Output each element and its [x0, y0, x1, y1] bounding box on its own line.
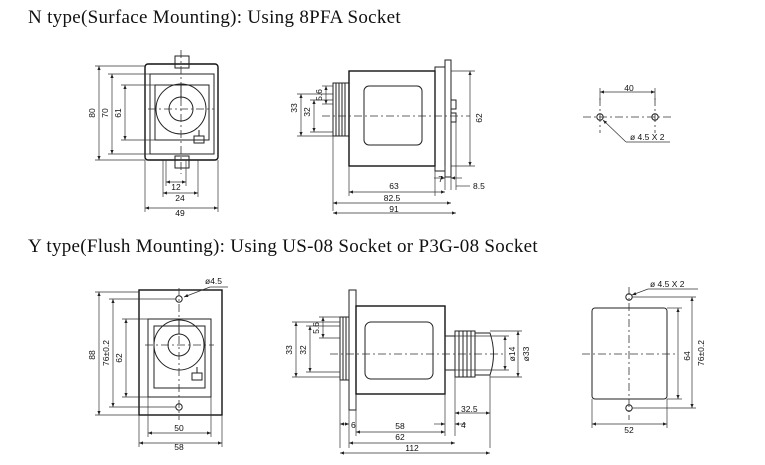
n-hole-diameter: ø 4.5 X 2	[630, 132, 665, 142]
n-side-view: 33 32 5.6 62 7 8.5 63 82.5 91	[289, 59, 485, 215]
y-side-width-4: 4	[461, 420, 466, 430]
y-side-height-33: 33	[284, 345, 294, 355]
y-side-height-5-6: 5.6	[311, 322, 321, 334]
n-front-height-80: 80	[87, 108, 97, 118]
y-side-width-6: 6	[351, 420, 356, 430]
y-side-diameter-33: ø33	[521, 346, 531, 361]
n-front-width-24: 24	[175, 193, 185, 203]
n-side-width-91: 91	[389, 204, 399, 214]
y-front-height-76: 76±0.2	[101, 340, 111, 366]
n-side-width-82-5: 82.5	[384, 193, 401, 203]
n-hole-spacing-40: 40	[624, 83, 634, 93]
y-side-width-112: 112	[405, 443, 419, 453]
n-side-height-62: 62	[474, 113, 484, 123]
n-side-height-33: 33	[289, 103, 299, 113]
n-type-heading: N type(Surface Mounting): Using 8PFA Soc…	[28, 7, 401, 28]
y-side-width-58: 58	[395, 421, 405, 431]
y-side-view: 33 32 5.6 ø14 ø33 32.5 4 6 58 62 112	[284, 289, 531, 455]
n-hole-pattern: 40 ø 4.5 X 2	[583, 83, 671, 143]
y-cutout-hole-diameter: ø 4.5 X 2	[650, 279, 685, 289]
y-side-width-62: 62	[395, 432, 405, 442]
n-front-width-12: 12	[171, 182, 181, 192]
y-panel-cutout: ø 4.5 X 2 64 76±0.2 52	[582, 279, 706, 435]
y-front-width-50: 50	[174, 423, 184, 433]
y-side-height-32: 32	[298, 345, 308, 355]
n-front-width-49: 49	[175, 208, 185, 218]
y-type-heading: Y type(Flush Mounting): Using US-08 Sock…	[28, 236, 538, 257]
n-side-width-8-5: 8.5	[473, 181, 485, 191]
n-side-width-63: 63	[389, 181, 399, 191]
y-side-diameter-14: ø14	[507, 346, 517, 361]
n-side-height-32: 32	[302, 107, 312, 117]
n-front-view: 80 70 61 12 24 49	[87, 50, 219, 218]
n-side-height-5-6: 5.6	[314, 89, 324, 101]
n-front-height-70: 70	[100, 108, 110, 118]
n-front-height-61: 61	[113, 108, 123, 118]
y-cutout-height-64: 64	[682, 351, 692, 361]
y-front-height-62: 62	[114, 353, 124, 363]
y-front-height-88: 88	[87, 350, 97, 360]
n-side-width-7: 7	[438, 174, 443, 184]
y-cutout-height-76: 76±0.2	[696, 340, 706, 366]
y-cutout-width-52: 52	[624, 425, 634, 435]
y-side-width-32-5: 32.5	[461, 404, 478, 414]
y-front-view: ø4.5 88 76±0.2 62 50 58	[87, 276, 228, 452]
y-front-width-58: 58	[174, 442, 184, 452]
y-front-hole-diameter: ø4.5	[205, 276, 222, 286]
